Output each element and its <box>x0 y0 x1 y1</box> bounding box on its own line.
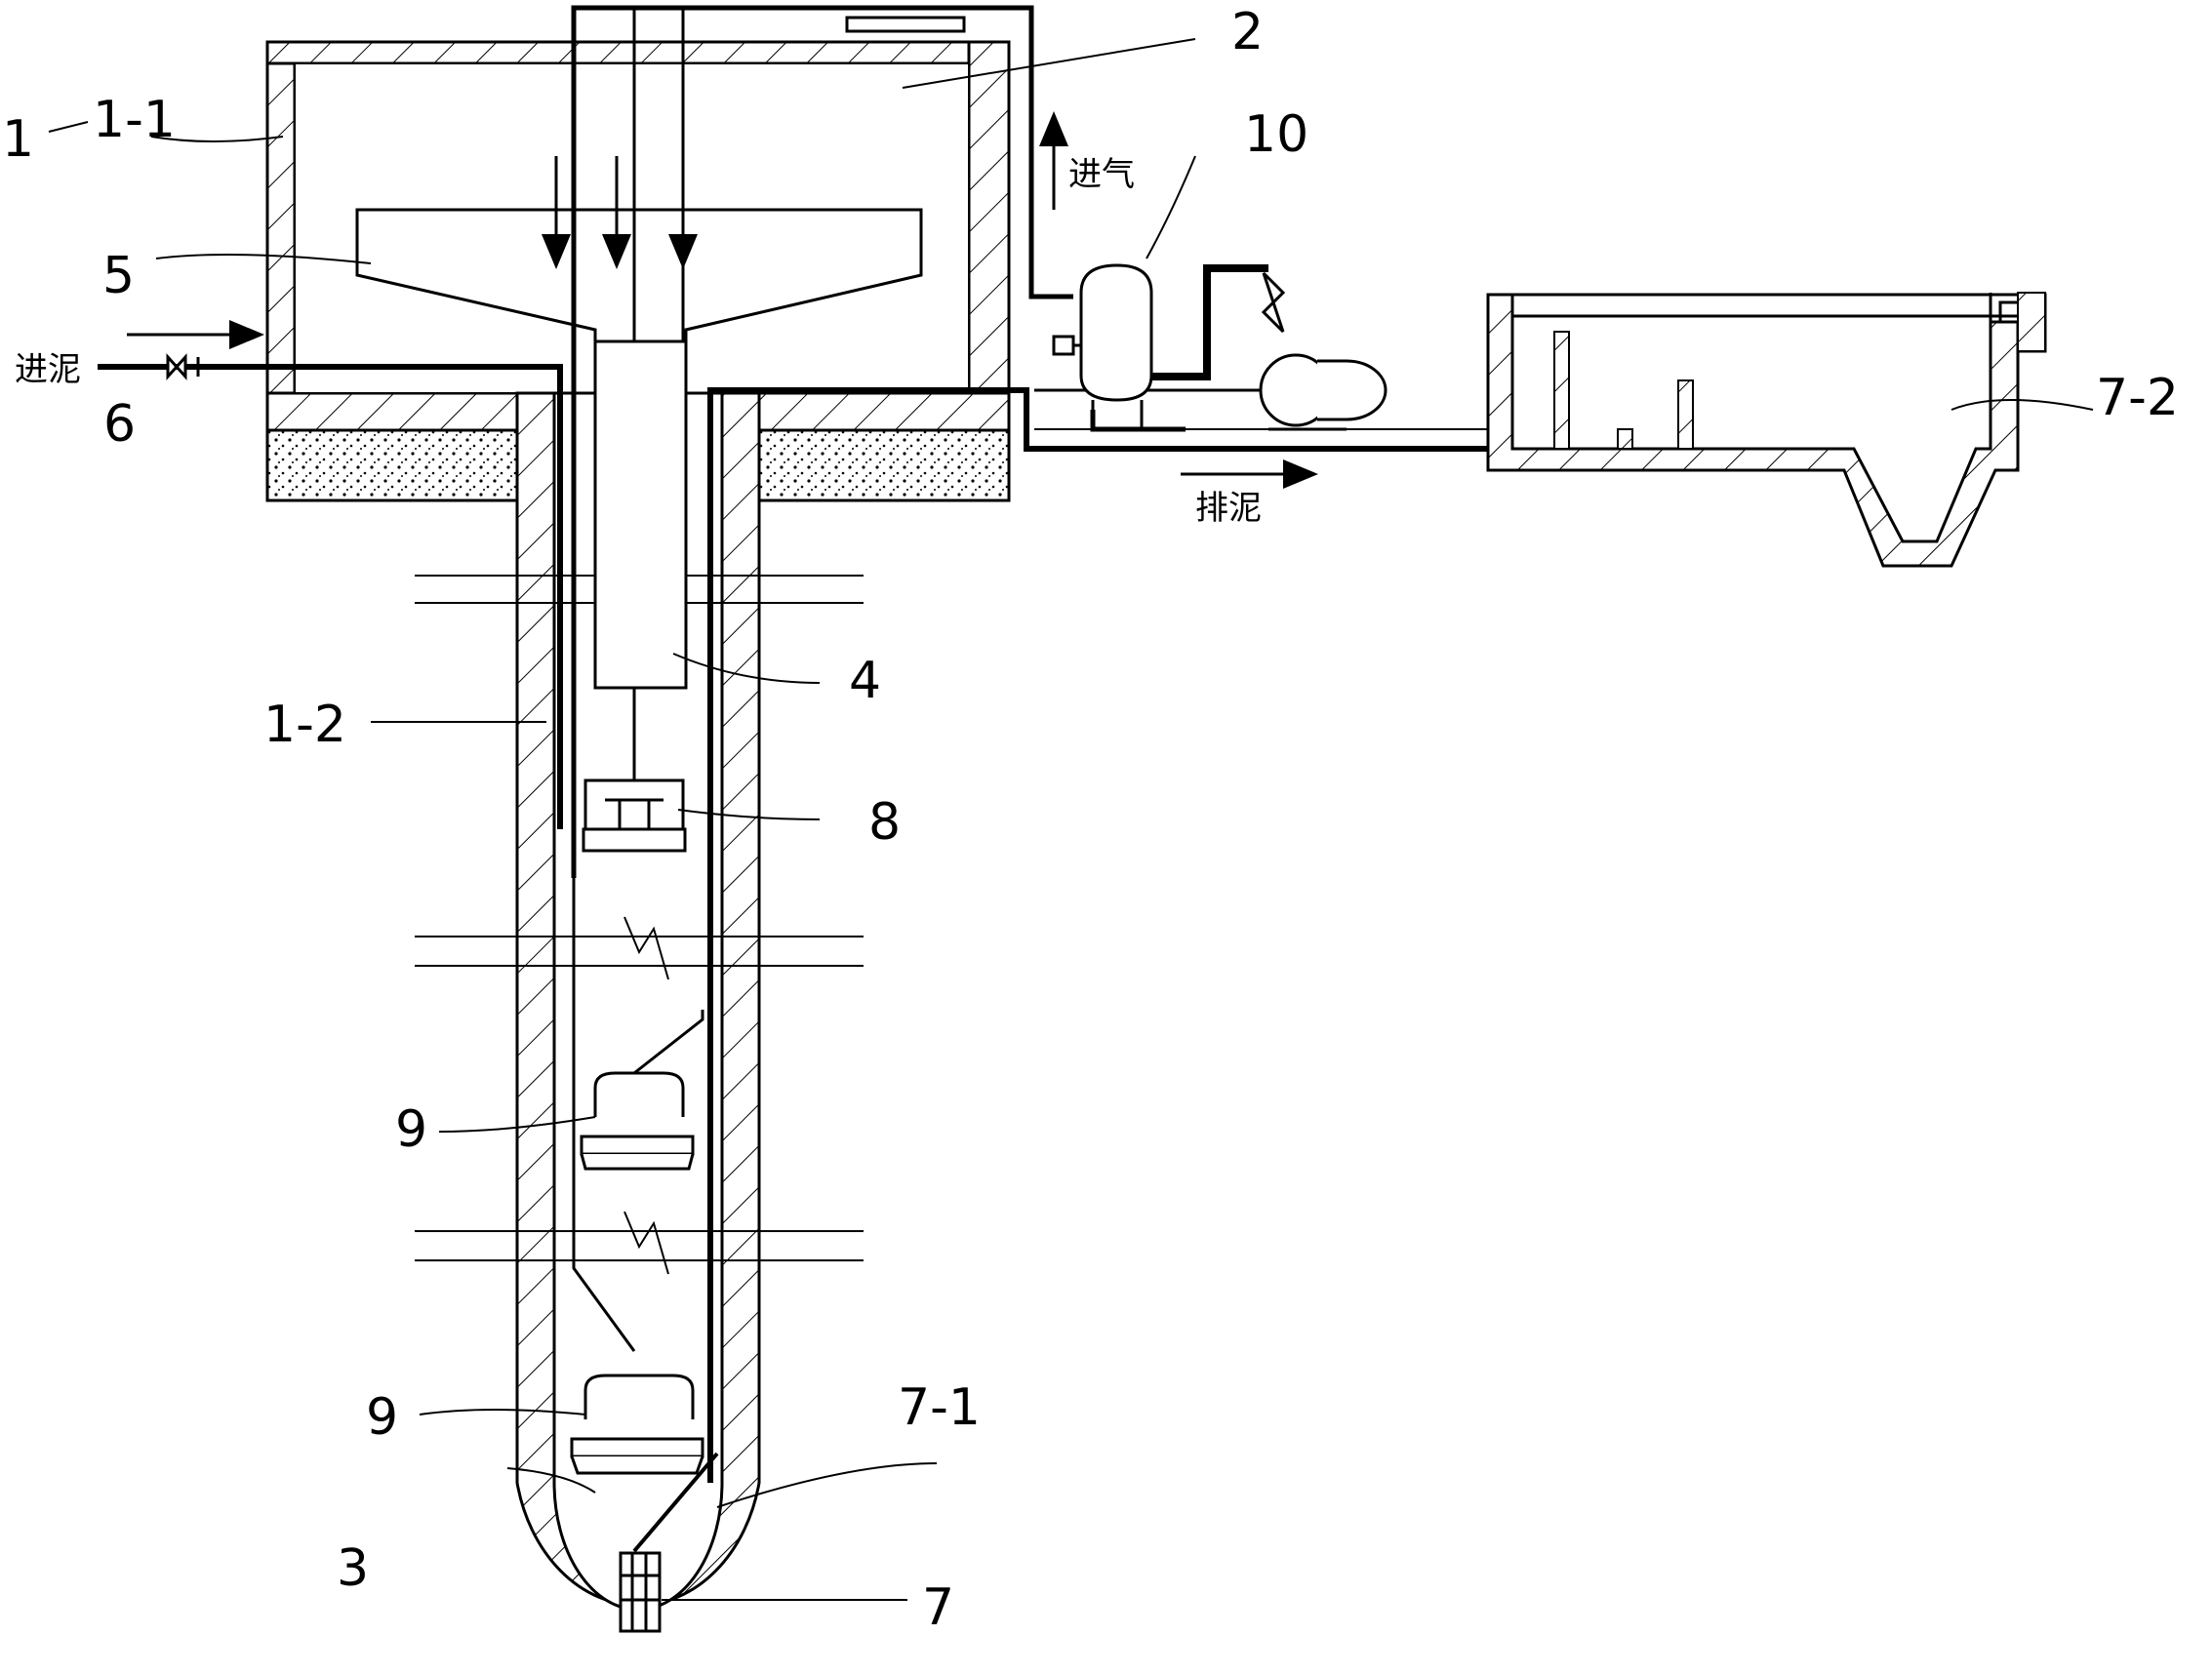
soil-layer-right <box>759 430 1009 500</box>
label-1-1: 1-1 <box>93 91 176 149</box>
baffle-3 <box>1618 429 1632 449</box>
inlet-sludge-text: 进泥 <box>15 350 81 389</box>
label-3: 3 <box>337 1539 369 1598</box>
soil-layer-left <box>267 430 517 500</box>
roof-manhole <box>847 18 964 31</box>
label-6: 6 <box>103 395 136 454</box>
chamber-top-slab <box>267 42 1009 63</box>
label-1: 1 <box>2 110 34 169</box>
label-9-lower: 9 <box>366 1388 398 1447</box>
chamber-left-wall <box>267 42 295 430</box>
label-1-2: 1-2 <box>263 696 346 754</box>
baffle-1 <box>1554 332 1569 449</box>
device-7-collector <box>621 1553 660 1631</box>
label-4: 4 <box>849 652 881 710</box>
label-9-upper: 9 <box>395 1100 427 1159</box>
label-10: 10 <box>1244 105 1308 164</box>
chamber-right-wall <box>969 42 1009 430</box>
baffle-2 <box>1678 380 1693 449</box>
label-7: 7 <box>922 1578 954 1637</box>
label-7-1: 7-1 <box>898 1378 981 1437</box>
inlet-air-text: 进气 <box>1068 155 1135 194</box>
tank-7-2 <box>1488 293 2045 566</box>
pump <box>1261 273 1386 429</box>
center-tube <box>595 341 686 688</box>
label-5: 5 <box>102 247 135 305</box>
discharge-sludge-text: 排泥 <box>1195 489 1262 528</box>
label-7-2: 7-2 <box>2096 369 2179 427</box>
air-tank-10 <box>1054 265 1151 429</box>
label-2: 2 <box>1231 3 1264 61</box>
label-8: 8 <box>868 793 901 852</box>
